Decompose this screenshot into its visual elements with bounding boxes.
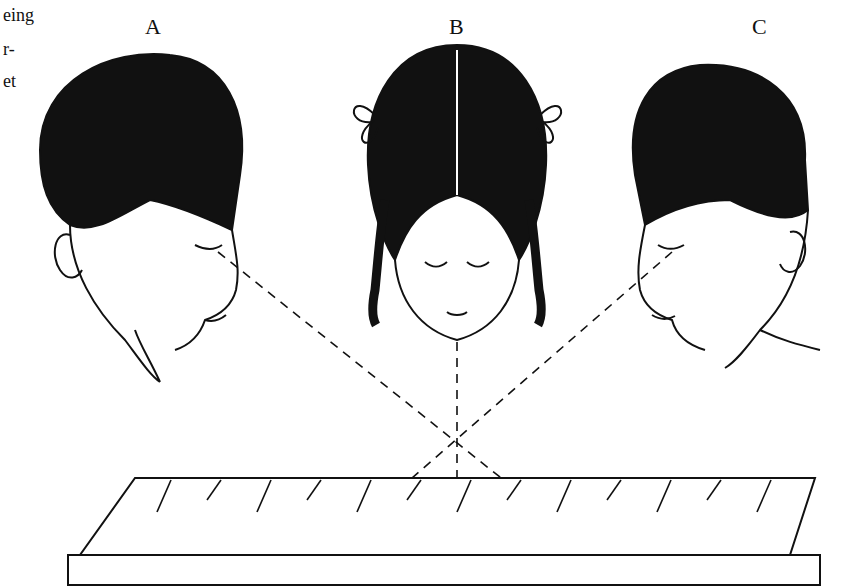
face-c [638, 210, 808, 368]
tick-mark [257, 480, 271, 512]
page-fragment: r- [3, 40, 15, 58]
position-letter: B [449, 16, 464, 38]
hair-c [633, 65, 808, 225]
eye-c [658, 245, 684, 249]
position-letter: A [145, 16, 161, 38]
page-fragment: eing [3, 6, 34, 24]
hair-a [40, 54, 242, 230]
face-b [395, 260, 519, 340]
tick-mark [407, 480, 421, 500]
shoulder-c [760, 330, 820, 350]
tick-mark [607, 480, 621, 500]
page-fragment: et [3, 72, 16, 90]
tick-mark [657, 480, 671, 512]
ear-a [55, 234, 82, 277]
braid-right [529, 200, 541, 325]
tick-mark [307, 480, 321, 500]
mouth-a [205, 315, 226, 321]
position-letter: C [752, 16, 767, 38]
ear-c [780, 232, 805, 272]
eye-a [195, 245, 222, 249]
tick-mark [157, 480, 171, 512]
tick-mark [457, 480, 471, 512]
mouth-b [447, 312, 467, 315]
tick-mark [207, 480, 221, 500]
eyes-b [425, 262, 489, 267]
tick-mark [707, 480, 721, 500]
mouth-c [652, 315, 675, 319]
tick-mark [557, 480, 571, 512]
scale [68, 478, 820, 585]
scale-ticks [157, 480, 771, 512]
ribbon-left [354, 106, 378, 143]
face-a [70, 225, 238, 382]
hair-b [368, 45, 546, 260]
ribbon-right [537, 106, 561, 143]
tick-mark [757, 480, 771, 512]
tick-mark [357, 480, 371, 512]
braid-left [373, 200, 385, 325]
tick-mark [507, 480, 521, 500]
